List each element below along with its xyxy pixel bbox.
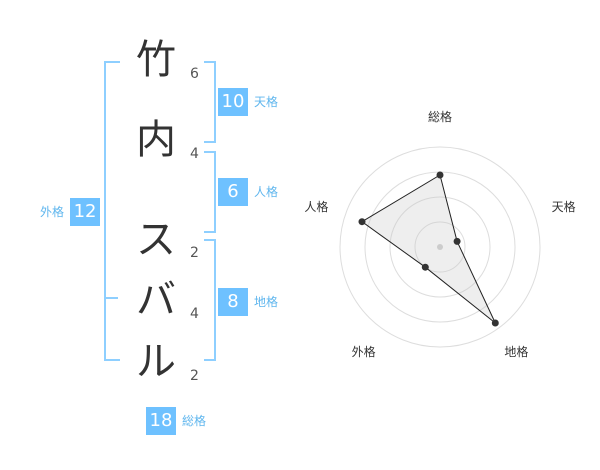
name-char-3: ス [136, 217, 176, 263]
jinkaku-label: 人格 [254, 185, 279, 199]
radar-point-4 [421, 263, 429, 271]
stroke-count-5: 2 [190, 368, 199, 384]
stroke-count-2: 4 [190, 146, 199, 162]
chikaku-score: 8 地格 [218, 288, 278, 316]
name-char-5: ル [136, 339, 176, 385]
gaikaku-score: 外格 12 [40, 198, 101, 226]
gaikaku-value: 12 [70, 198, 101, 226]
gaikaku-label: 外格 [40, 205, 65, 219]
chikaku-bracket [204, 239, 216, 361]
soukaku-label: 総格 [182, 414, 207, 428]
radar-center-dot [437, 244, 443, 250]
gaikaku-bracket-tick [104, 297, 118, 299]
tenkaku-label: 天格 [254, 95, 279, 109]
jinkaku-bracket [204, 151, 216, 233]
radar-series-polygon [361, 174, 496, 324]
gaikaku-bracket [104, 61, 120, 361]
chikaku-label: 地格 [254, 295, 279, 309]
tenkaku-score: 10 天格 [218, 88, 278, 116]
radar-ring-4 [339, 146, 541, 348]
tenkaku-bracket [204, 61, 216, 143]
radar-point-2 [453, 237, 461, 245]
radar-point-3 [491, 319, 499, 327]
radar-axis-label-1: 総格 [428, 110, 452, 124]
chikaku-value: 8 [218, 288, 248, 316]
radar-axis-label-4: 外格 [352, 344, 376, 359]
radar-axis-label-5: 人格 [304, 199, 328, 214]
jinkaku-score: 6 人格 [218, 178, 278, 206]
tenkaku-value: 10 [218, 88, 248, 116]
radar-axis-label-3: 地格 [504, 344, 528, 359]
radar-ring-2 [389, 196, 491, 298]
radar-ring-1 [414, 221, 466, 273]
name-char-4: バ [136, 277, 176, 323]
stroke-count-4: 4 [190, 306, 199, 322]
radar-point-5 [358, 218, 366, 226]
soukaku-score: 18 総格 [146, 407, 206, 435]
radar-point-1 [436, 171, 444, 179]
name-char-2: 内 [136, 117, 176, 163]
stroke-count-3: 2 [190, 245, 199, 261]
jinkaku-value: 6 [218, 178, 248, 206]
name-char-1: 竹 [136, 37, 176, 83]
radar-axis-label-2: 天格 [552, 199, 576, 214]
stroke-count-1: 6 [190, 66, 199, 82]
soukaku-value: 18 [146, 407, 176, 435]
